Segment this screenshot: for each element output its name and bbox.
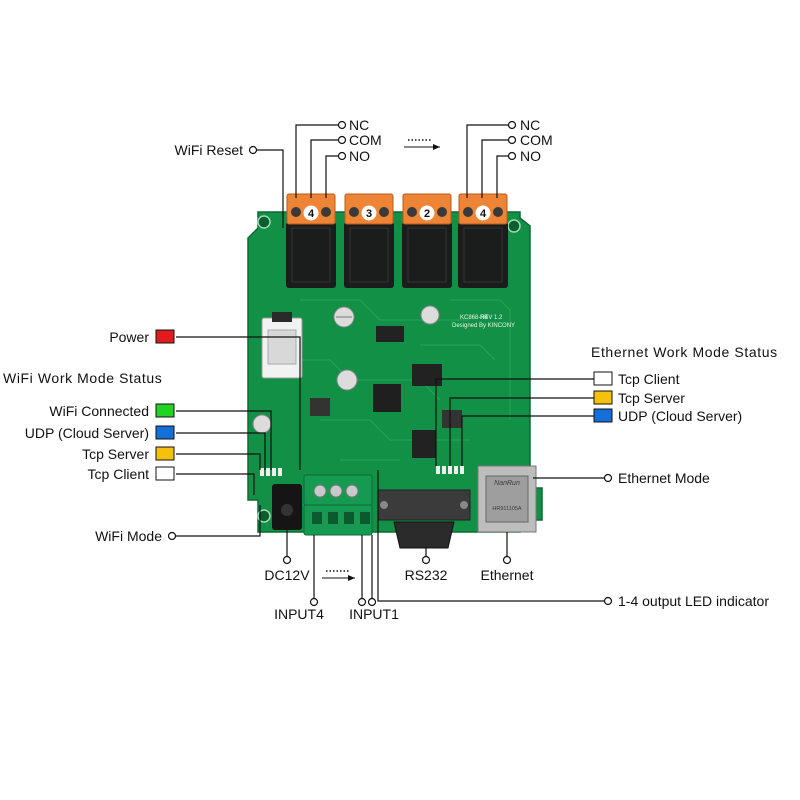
relay1-no-label: NO [520, 148, 541, 164]
callout-endpoints [167, 120, 613, 607]
board-designer: Designed By KINCONY [452, 323, 515, 329]
callout-lines [176, 124, 604, 602]
wifi-tcp-client-swatch [155, 466, 175, 481]
eth-udp-swatch [593, 408, 613, 423]
relay-3 [344, 222, 394, 288]
relay1-com-label: COM [520, 132, 553, 148]
ethernet-label: Ethernet [480, 567, 534, 583]
wifi-module [261, 312, 303, 379]
relay-number-1: 4 [480, 208, 487, 220]
rs232-label: RS232 [404, 567, 448, 583]
input-continuation-arrow [322, 570, 355, 581]
wifi-status-title: WiFi Work Mode Status [3, 370, 163, 386]
wifi-udp-swatch [155, 425, 175, 440]
ethernet-jack: NanRun HR911105A [477, 465, 537, 533]
eth-tcp-server-swatch [593, 390, 613, 405]
relay-number-3: 3 [366, 208, 372, 220]
wifi-reset-label: WiFi Reset [174, 142, 243, 158]
wifi-tcp-client-label: Tcp Client [87, 466, 149, 482]
jack-brand: NanRun [494, 480, 520, 487]
wifi-tcp-server-label: Tcp Server [82, 446, 149, 462]
ethernet-status-title: Ethernet Work Mode Status [591, 344, 778, 360]
input1-label: INPUT1 [349, 606, 399, 622]
relay4-no-label: NO [349, 148, 370, 164]
board-model: KC868-H4 [460, 315, 489, 321]
eth-tcp-server-label: Tcp Server [618, 390, 685, 406]
relay-4 [286, 222, 336, 288]
eth-udp-label: UDP (Cloud Server) [618, 408, 743, 424]
input4-label: INPUT4 [274, 606, 324, 622]
power-label: Power [109, 329, 149, 345]
dc-jack [272, 484, 302, 530]
ic-chips [310, 326, 462, 458]
eth-tcp-client-swatch [593, 371, 613, 386]
wifi-connected-swatch [155, 403, 175, 418]
relay1-nc-label: NC [520, 117, 541, 133]
relay-2 [402, 222, 452, 288]
input-terminal-block [303, 474, 373, 536]
continuation-arrow [404, 139, 440, 150]
wifi-connected-label: WiFi Connected [49, 403, 149, 419]
board-revision: REV 1.2 [480, 315, 503, 321]
onboard-leds [260, 466, 464, 476]
led-indicator-label: 1-4 output LED indicator [618, 593, 769, 609]
capacitor [252, 305, 440, 434]
relay-1 [458, 222, 508, 288]
relay4-com-label: COM [349, 132, 382, 148]
eth-tcp-client-label: Tcp Client [618, 371, 680, 387]
relay-number-4: 4 [308, 208, 315, 220]
dc12v-label: DC12V [264, 567, 310, 583]
relay-number-2: 2 [424, 208, 430, 220]
ethernet-mode-label: Ethernet Mode [618, 470, 710, 486]
power-led-swatch [155, 329, 175, 344]
jack-model: HR911105A [492, 506, 521, 512]
wifi-udp-label: UDP (Cloud Server) [24, 425, 149, 441]
relay4-nc-label: NC [349, 117, 370, 133]
rs232-connector [377, 489, 471, 549]
wifi-tcp-server-swatch [155, 446, 175, 461]
wifi-mode-label: WiFi Mode [95, 528, 162, 544]
